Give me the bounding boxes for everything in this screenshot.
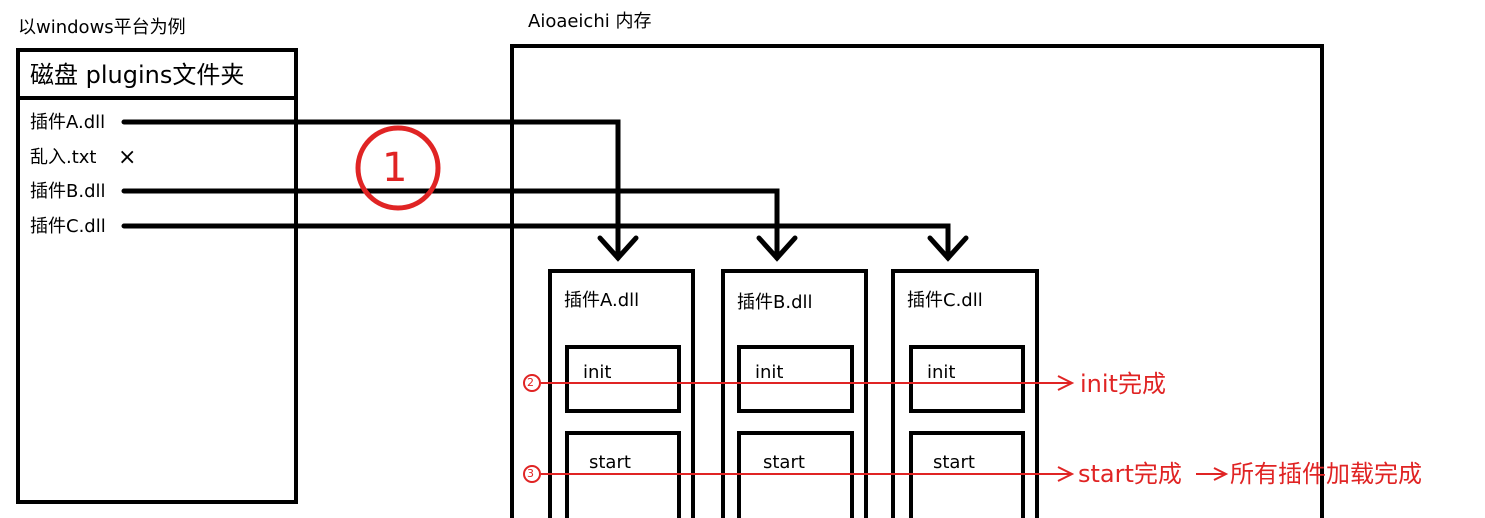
plugin-b-box: 插件B.dll	[721, 269, 868, 518]
memory-box	[510, 44, 1324, 518]
plugin-b-start-label: start	[763, 452, 805, 473]
memory-title: Aioaeichi 内存	[528, 11, 652, 32]
plugin-c-box: 插件C.dll	[891, 269, 1039, 518]
disk-folder-divider	[16, 96, 298, 100]
init-flow-arrowhead	[1057, 375, 1075, 391]
plugin-a-name: 插件A.dll	[564, 290, 640, 311]
plugin-a-init-label: init	[583, 362, 612, 383]
arrowhead-a	[597, 235, 639, 262]
disk-folder-title: 磁盘 plugins文件夹	[30, 61, 245, 89]
arrow-plugin-a-load	[121, 119, 621, 261]
step3-circle	[523, 465, 541, 483]
reject-icon: ×	[118, 145, 137, 170]
start-flow-arrowhead	[1057, 466, 1075, 482]
file-plugin-b: 插件B.dll	[30, 181, 106, 202]
plugin-a-box: 插件A.dll	[548, 269, 695, 518]
arrowhead-c	[927, 235, 969, 262]
init-done-label: init完成	[1080, 370, 1166, 398]
step2-circle	[523, 374, 541, 392]
all-done-arrowhead	[1213, 467, 1229, 481]
plugin-a-init-box: init	[565, 345, 681, 413]
step1-circle	[355, 125, 441, 211]
all-done-label: 所有插件加载完成	[1230, 460, 1422, 488]
plugin-c-init-box: init	[909, 345, 1025, 413]
plugin-c-init-label: init	[927, 362, 956, 383]
file-plugin-c: 插件C.dll	[30, 216, 106, 237]
plugin-b-init-label: init	[755, 362, 784, 383]
file-plugin-a: 插件A.dll	[30, 112, 106, 133]
disk-folder-box: 磁盘 plugins文件夹	[16, 48, 298, 504]
file-stray-txt: 乱入.txt	[30, 147, 97, 168]
arrow-plugin-b-load	[121, 188, 780, 261]
plugin-c-name: 插件C.dll	[907, 290, 983, 311]
plugin-a-start-label: start	[589, 452, 631, 473]
plugin-b-init-box: init	[737, 345, 854, 413]
plugin-b-name: 插件B.dll	[737, 292, 813, 313]
step2-number: 2	[527, 376, 534, 389]
start-done-label: start完成	[1078, 460, 1182, 488]
arrowhead-b	[756, 235, 798, 262]
step1-number: 1	[382, 145, 408, 191]
plugin-c-start-label: start	[933, 452, 975, 473]
arrow-plugin-c-load	[121, 223, 951, 261]
step3-number: 3	[527, 467, 534, 480]
platform-note: 以windows平台为例	[18, 17, 186, 38]
